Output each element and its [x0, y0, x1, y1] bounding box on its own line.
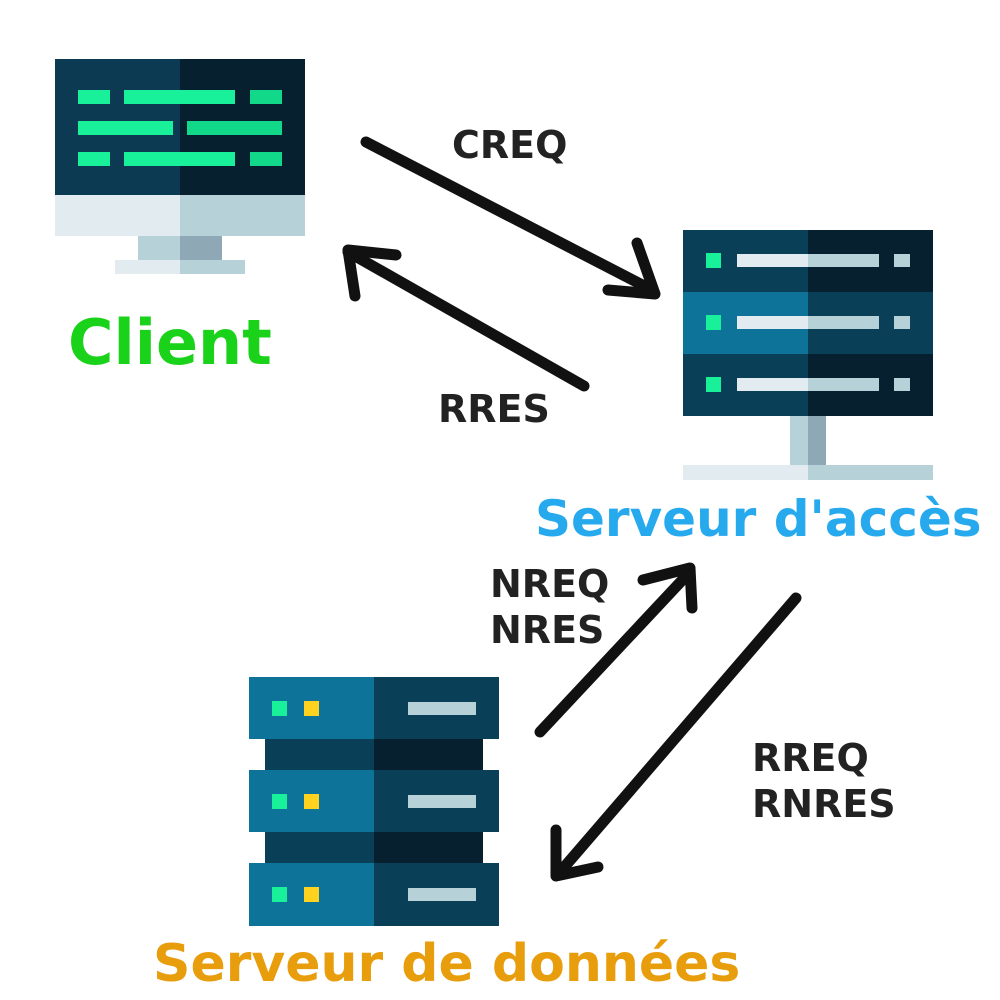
- edge-label-line: NRES: [490, 608, 605, 652]
- data-server-label: Serveur de données: [153, 934, 741, 994]
- arrow-creq: [360, 136, 661, 300]
- edge-label-line: NREQ: [490, 562, 610, 606]
- arrow-rreq-rnres: [550, 592, 802, 882]
- database-server-icon: [249, 677, 499, 926]
- monitor-icon: [55, 59, 305, 274]
- arrow-rres: [342, 244, 590, 392]
- edge-label-line: RREQ: [752, 736, 869, 780]
- edge-label-rres: RRES: [438, 386, 550, 432]
- access-server-label: Serveur d'accès: [535, 490, 982, 548]
- edge-label-rreq-rnres: RREQ RNRES: [752, 735, 896, 827]
- edge-label-line: CREQ: [452, 123, 568, 167]
- server-rack-icon: [683, 230, 933, 480]
- edge-label-line: RNRES: [752, 782, 896, 826]
- edge-label-creq: CREQ: [452, 122, 567, 168]
- arrow-nreq-nres: [534, 562, 698, 738]
- client-label: Client: [68, 306, 272, 379]
- edge-label-line: RRES: [438, 387, 550, 431]
- edge-label-nreq-nres: NREQ NRES: [490, 561, 609, 653]
